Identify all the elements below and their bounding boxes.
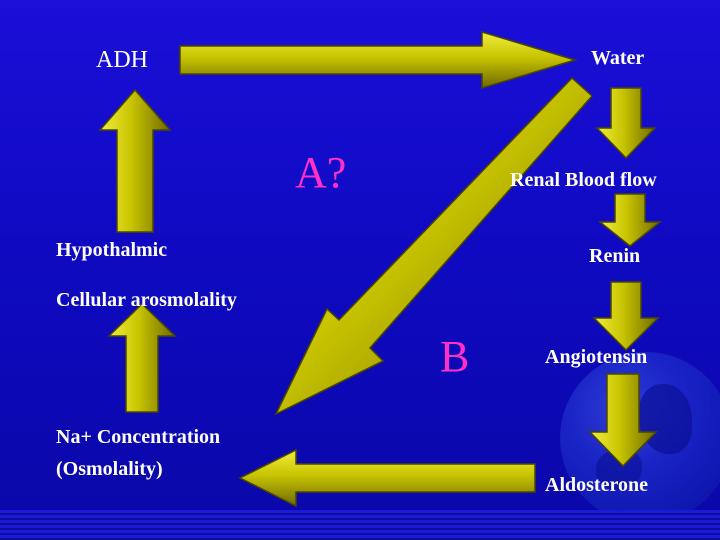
cellular-arosmolality-label: Cellular arosmolality [56,289,237,311]
footer-stripes [0,510,720,540]
renin-label: Renin [589,245,641,267]
arrow-hypothalmic-to-adh [98,88,172,233]
hypothalmic-label: Hypothalmic [56,239,168,261]
adh-label: ADH [96,47,148,73]
arrow-water-to-na-diagonal [274,76,594,416]
arrow-renal-to-renin [597,193,663,247]
arrow-aldosterone-to-na [238,448,536,508]
osmolality-label: (Osmolality) [56,458,163,480]
arrow-water-to-renal [595,87,657,160]
renal-blood-flow-label: Renal Blood flow [510,169,657,191]
na-concentration-label: Na+ Concentration [56,426,221,448]
arrow-adh-to-water [179,30,578,90]
arrow-renin-to-angiotensin [592,281,660,352]
angiotensin-label: Angiotensin [545,346,648,368]
arrow-angiotensin-to-aldosterone [588,373,658,468]
aldosterone-label: Aldosterone [545,474,648,496]
marker-b: B [440,332,470,381]
arrow-na-to-cellular [107,302,177,413]
water-label: Water [591,47,645,69]
marker-a: A? [295,148,347,197]
globe-decoration [560,352,720,524]
